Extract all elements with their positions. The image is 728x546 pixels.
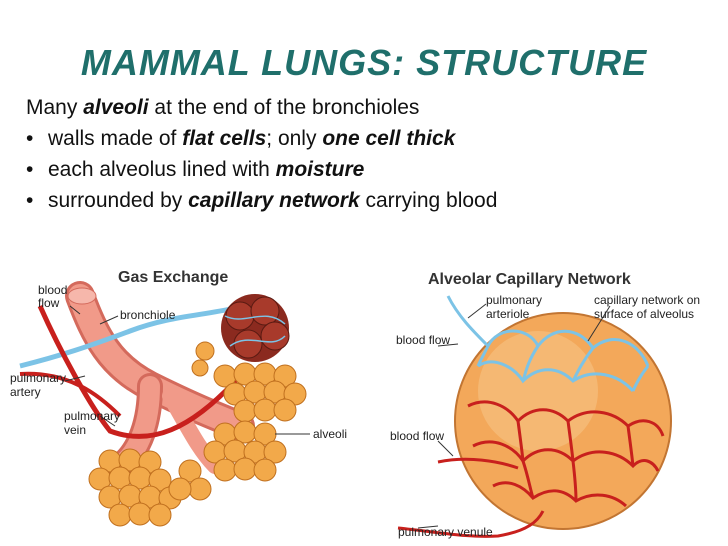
bullet-item: •surrounded by capillary network carryin… <box>26 185 497 216</box>
blood-flow-bottom-label: blood flow <box>390 429 444 443</box>
bullet-dot: • <box>26 154 48 185</box>
capillary-network-heading: Alveolar Capillary Network <box>428 271 631 288</box>
bronchiole-label: bronchiole <box>120 308 176 322</box>
bullet-emphasis: capillary network <box>188 189 360 212</box>
bullet-text: surrounded by <box>48 189 188 212</box>
intro-line: Many alveoli at the end of the bronchiol… <box>26 92 497 123</box>
gas-exchange-heading: Gas Exchange <box>118 269 228 286</box>
blood-flow-label: blood flow <box>38 283 71 310</box>
pulmonary-artery-label: pulmonary artery <box>10 371 69 399</box>
bullet-dot: • <box>26 123 48 154</box>
intro-emphasis: alveoli <box>83 96 148 119</box>
bullet-text: carrying blood <box>360 189 498 212</box>
capillary-network-label: capillary network on surface of alveolus <box>594 293 703 321</box>
pulmonary-venule-label: pulmonary venule <box>398 525 493 539</box>
slide-title: MAMMAL LUNGS: STRUCTURE <box>0 42 728 84</box>
bullet-list: Many alveoli at the end of the bronchiol… <box>26 92 497 216</box>
bullet-emphasis: moisture <box>276 158 365 181</box>
blood-flow-top-label: blood flow <box>396 333 450 347</box>
bullet-item: •walls made of flat cells; only one cell… <box>26 123 497 154</box>
bullet-emphasis: flat cells <box>182 127 266 150</box>
bullet-text: each alveolus lined with <box>48 158 276 181</box>
bullet-text: walls made of <box>48 127 182 150</box>
capillary-alveolus-cluster <box>221 294 289 362</box>
alveoli-label: alveoli <box>313 427 347 441</box>
bullet-item: •each alveolus lined with moisture <box>26 154 497 185</box>
bullet-emphasis: one cell thick <box>322 127 455 150</box>
bullet-dot: • <box>26 185 48 216</box>
alveolar-capillary-diagram: Alveolar Capillary Network pulmonary art… <box>378 256 728 546</box>
gas-exchange-diagram: Gas Exchange <box>0 256 370 546</box>
intro-pre: Many <box>26 96 83 119</box>
bullet-text: ; only <box>266 127 322 150</box>
intro-post: at the end of the bronchioles <box>149 96 420 119</box>
